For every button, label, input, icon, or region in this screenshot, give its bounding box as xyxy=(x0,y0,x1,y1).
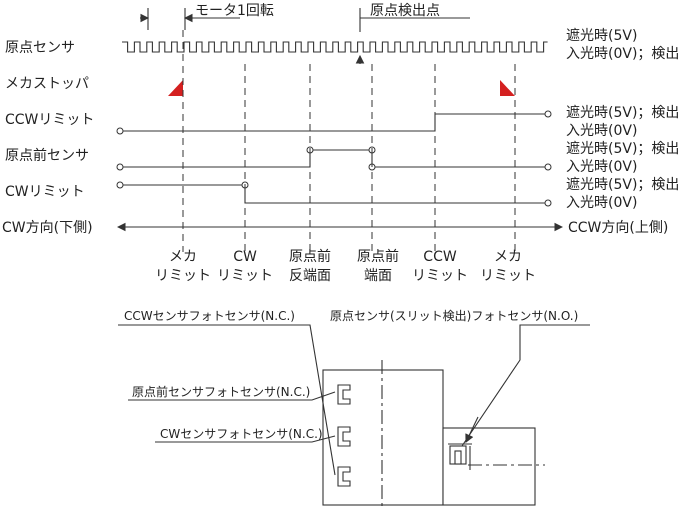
row-label-cw-limit: CWリミット xyxy=(5,184,85,200)
pos-ccw-limit-1: CCW xyxy=(423,249,457,265)
motor-rotation-annotation: モータ1回転 xyxy=(140,3,274,30)
origin-sensor-pulse-train xyxy=(122,41,548,53)
origin-slit-sensor-icon xyxy=(448,443,472,470)
position-markers xyxy=(182,30,516,252)
ccw-photo-sensor-icon xyxy=(337,466,351,487)
motor-rotation-label: モータ1回転 xyxy=(195,3,274,19)
cw-limit-signal xyxy=(116,181,552,207)
pos-pre-far-1: 原点前 xyxy=(289,248,331,265)
pos-mech-cw-2: リミット xyxy=(155,268,211,284)
ccw-state-lit: 入光時(0V) xyxy=(566,123,637,139)
pos-ccw-limit-2: リミット xyxy=(412,268,468,284)
origin-point-label: 原点検出点 xyxy=(370,3,440,19)
pre-state-lit: 入光時(0V) xyxy=(566,159,637,175)
row-label-origin-sensor: 原点センサ xyxy=(5,40,75,56)
ccw-state-shaded: 遮光時(5V)；検出 xyxy=(566,105,679,121)
cw-sensor-label: CWセンサフォトセンサ(N.C.) xyxy=(160,427,323,441)
cw-state-lit: 入光時(0V) xyxy=(566,195,637,211)
origin-point-annotation: 原点検出点 xyxy=(355,3,470,64)
cw-photo-sensor-icon xyxy=(337,426,351,447)
origin-sensor-label: 原点センサ(スリット検出)フォトセンサ(N.O.) xyxy=(330,309,578,323)
pos-cw-limit-1: CW xyxy=(233,249,257,265)
cw-state-shaded: 遮光時(5V)；検出 xyxy=(566,177,679,193)
origin-state-lit: 入光時(0V)；検出 xyxy=(566,46,679,62)
mech-stopper-ccw xyxy=(500,80,515,96)
position-labels: メカ リミット CW リミット 原点前 反端面 原点前 端面 CCW リミット … xyxy=(155,248,536,284)
pos-cw-limit-2: リミット xyxy=(217,268,273,284)
direction-ccw-label: CCW方向(上側) xyxy=(568,220,668,236)
disc-block xyxy=(442,427,536,506)
pre-origin-signal xyxy=(116,146,552,171)
pos-mech-ccw-1: メカ xyxy=(494,249,522,265)
pos-mech-ccw-2: リミット xyxy=(480,268,536,284)
direction-cw-label: CW方向(下側) xyxy=(2,220,93,236)
ccw-sensor-label: CCWセンサフォトセンサ(N.C.) xyxy=(124,309,295,323)
sensor-block xyxy=(322,369,444,506)
row-label-ccw-limit: CCWリミット xyxy=(5,112,94,128)
pos-mech-cw-1: メカ xyxy=(169,249,197,265)
row-label-mech-stopper: メカストッパ xyxy=(5,76,89,92)
origin-state-shaded: 遮光時(5V) xyxy=(566,28,637,44)
pre-origin-photo-sensor-icon xyxy=(337,384,351,405)
pos-pre-edge-1: 原点前 xyxy=(357,248,399,265)
pre-state-shaded: 遮光時(5V)；検出 xyxy=(566,141,679,157)
direction-axis: CW方向(下側) CCW方向(上側) xyxy=(2,220,668,236)
pos-pre-far-2: 反端面 xyxy=(289,268,331,284)
mechanism-drawing xyxy=(118,324,590,510)
ccw-limit-signal xyxy=(116,110,552,135)
mech-stopper-cw xyxy=(168,80,183,96)
row-label-pre-origin-sensor: 原点前センサ xyxy=(5,147,89,164)
pos-pre-edge-2: 端面 xyxy=(364,268,392,284)
pre-origin-sensor-label: 原点前センサフォトセンサ(N.C.) xyxy=(132,384,310,399)
